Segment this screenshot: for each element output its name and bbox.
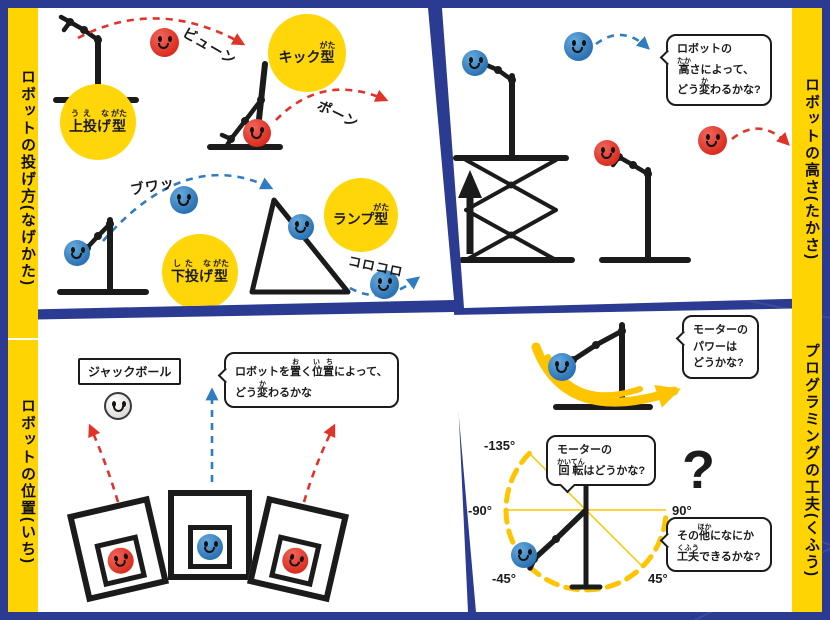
speech-bubble-height: ロボットの 高たかさによって、 どう変かわるかな? — [666, 34, 772, 106]
blue-ball-rolled — [370, 270, 399, 299]
label-underhand-text: 下投げした な型がた — [171, 259, 229, 285]
rotation-dashed-arc — [503, 450, 669, 593]
target-box-right-inner — [268, 534, 322, 588]
blue-ball-rotation-robot — [511, 542, 537, 568]
speech-bubble-position: ロボットを置おく位置い ちによって、 どう変かわるかな — [224, 352, 399, 408]
label-underhand-type: 下投げした な型がた — [162, 234, 238, 310]
label-ramp-type: ランプ型がた — [324, 178, 398, 252]
bubble-rotation-line: モーターの — [557, 444, 612, 456]
angle-label-neg90: -90° — [468, 503, 492, 518]
bubble-power-line: パワーは — [693, 340, 737, 353]
panel-programming-ideas: -135° -90° -45° 45° 90° モーターの パワーは どうかな?… — [450, 308, 822, 612]
banner-robot-position: ロボットの位置(いち) — [8, 340, 38, 612]
target-box-center — [168, 490, 252, 580]
bubble-height-line: 高たかさによって、 — [677, 57, 755, 76]
banner-robot-height: ロボットの高さ(たかさ) — [792, 8, 822, 320]
red-ball-kick — [243, 119, 271, 147]
red-ball-in-right-target — [279, 545, 311, 577]
blue-ball-held-power — [548, 353, 576, 381]
kick-throw-arc — [275, 88, 389, 121]
label-overhand-text: 上投げうえ な型がた — [69, 109, 127, 135]
power-swing-arc-outer — [531, 342, 681, 408]
blue-ball-in-center-target — [197, 534, 223, 560]
bubble-power-line: モーターの — [693, 324, 748, 336]
angle-label-neg45: -45° — [492, 571, 516, 586]
blue-ball-held-underhand — [64, 240, 90, 266]
throwing-styles-drawing — [53, 14, 421, 297]
panel-robot-height: ロボットの 高たかさによって、 どう変かわるかな? — [442, 8, 822, 308]
aim-arrow-right — [302, 423, 336, 503]
robot-position-drawing — [88, 387, 336, 503]
banner-throwing-styles: ロボットの投げ方(なげかた) — [8, 8, 38, 338]
jack-ball — [104, 392, 132, 420]
panel-throwing-styles: ビューン ポーン ブワッ コロコロ 上投げうえ な型がた キック型がた 下投げし… — [8, 8, 454, 310]
blue-ball-flying-high — [564, 32, 593, 61]
speech-bubble-motor-rotation: モーターの 回転かいてんはどうかな? — [546, 435, 657, 486]
high-throw-arc — [595, 33, 650, 50]
scissor-lift — [453, 155, 575, 263]
blue-ball-underhand-flying — [170, 186, 198, 214]
label-kick-type: キック型がた — [268, 14, 346, 92]
blue-ball-held-on-lift — [462, 50, 488, 76]
bubble-other-line: 工夫くふうできるかな? — [677, 544, 761, 563]
red-ball-overhand — [150, 28, 179, 57]
label-ramp-text: ランプ型がた — [332, 202, 390, 227]
low-throw-arc — [731, 127, 790, 146]
lift-up-arrow — [458, 170, 482, 254]
roll-arrow — [349, 276, 421, 297]
red-ball-in-left-target — [105, 545, 137, 577]
angle-label-pos45: 45° — [648, 571, 668, 586]
label-overhand-type: 上投げうえ な型がた — [60, 84, 136, 160]
underhand-throw-arc — [102, 173, 274, 242]
target-box-left-inner — [94, 534, 148, 588]
aim-arrow-left — [88, 423, 120, 503]
label-kick-text: キック型がた — [278, 40, 336, 65]
robot-low-figure — [599, 149, 691, 263]
speech-bubble-other-ideas: その他ほかになにか 工夫くふうできるかな? — [666, 517, 772, 572]
bubble-power-line: どうかな? — [693, 357, 744, 369]
speech-bubble-motor-power: モーターの パワーは どうかな? — [682, 315, 759, 379]
bubble-position-line: ロボットを置おく位置い ちによって、 — [235, 359, 388, 378]
banner-programming-ideas: プログラミングの工夫(くふう) — [792, 298, 822, 612]
jack-ball-label: ジャックボール — [78, 358, 182, 385]
panel-robot-position: ジャックボール ロボットを置おく位置い ちによって、 どう変かわるかな — [8, 312, 468, 612]
red-ball-flying-low — [698, 126, 727, 155]
red-ball-held-low — [594, 140, 620, 166]
overhand-throw-arc — [77, 17, 246, 46]
ramp-figure — [249, 197, 351, 295]
bubble-other-line: その他ほかになにか — [677, 524, 754, 542]
bubble-height-line: ロボットの — [677, 43, 732, 55]
angle-label-pos90: 90° — [672, 503, 692, 518]
bubble-position-line: どう変かわるかな — [235, 380, 312, 399]
question-mark: ? — [682, 440, 715, 500]
angle-label-neg135: -135° — [484, 438, 516, 453]
bubble-rotation-line: 回転かいてんはどうかな? — [557, 458, 646, 477]
target-box-center-inner — [188, 525, 232, 569]
blue-ball-on-ramp — [288, 214, 314, 240]
bubble-height-line: どう変かわるかな? — [677, 78, 761, 96]
